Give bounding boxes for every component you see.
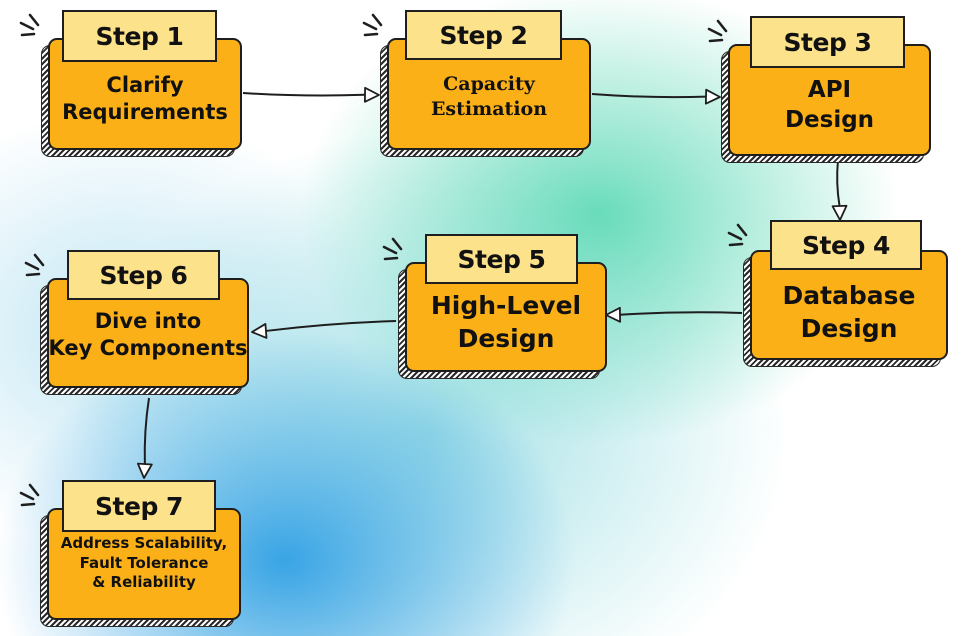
step-label-line: Design [457,323,555,353]
step-6-card: Step 6 Dive into Key Components [40,250,249,395]
arrowhead [251,323,268,339]
step-label: Dive into Key Components [47,308,249,363]
step-label-line: Estimation [430,97,548,120]
step-tab: Step 1 [62,10,217,62]
step-label-line: Requirements [62,100,228,125]
connector-arrow [143,397,150,465]
step-label-line: API [807,77,852,103]
step-tab: Step 3 [750,16,905,68]
sparkle-icon [19,13,40,37]
step-label-line: Clarify [106,73,184,97]
connector-arrow [619,311,743,316]
connector-arrow [591,93,707,99]
connector-arrow [836,159,841,207]
step-label: API Design [728,76,931,136]
step-3-card: Step 3 API Design [721,16,931,163]
step-label: Capacity Estimation [387,72,591,121]
connector-arrow [265,320,397,332]
arrowhead [136,462,153,479]
arrowhead [704,88,721,105]
arrowhead [363,86,380,103]
step-tab: Step 4 [770,220,922,270]
step-label-line: Design [800,313,898,343]
step-label: Database Design [750,280,948,345]
step-4-card: Step 4 Database Design [743,220,948,367]
step-label-line: Key Components [48,336,248,361]
step-1-card: Step 1 Clarify Requirements [41,10,242,157]
step-tab: Step 7 [62,480,216,532]
step-label: Clarify Requirements [48,72,242,127]
step-5-card: Step 5 High-Level Design [398,234,607,379]
step-label-line: Dive into [94,309,202,333]
sparkle-icon [362,13,383,37]
connector-arrow [242,92,366,97]
step-label-line: Fault Tolerance [79,553,209,572]
sparkle-icon [19,483,40,507]
sparkle-icon [727,223,748,247]
step-7-card: Step 7 Address Scalability, Fault Tolera… [40,480,241,627]
step-label-line: Design [784,106,875,133]
step-2-card: Step 2 Capacity Estimation [380,10,591,157]
step-label-line: High-Level [430,291,582,320]
step-tab: Step 6 [67,250,220,300]
step-tab: Step 5 [425,234,578,284]
step-label-line: & Reliability [92,573,196,591]
step-tab: Step 2 [405,10,562,60]
step-label: High-Level Design [405,290,607,355]
sparkle-icon [24,253,45,277]
sparkle-icon [707,19,728,43]
step-label-line: Address Scalability, [60,534,228,552]
arrowhead [605,306,622,323]
step-label: Address Scalability, Fault Tolerance & R… [47,534,241,593]
sparkle-icon [382,237,403,261]
arrowhead [831,204,848,221]
step-label-line: Capacity [443,73,535,95]
step-label-line: Database [782,281,916,310]
